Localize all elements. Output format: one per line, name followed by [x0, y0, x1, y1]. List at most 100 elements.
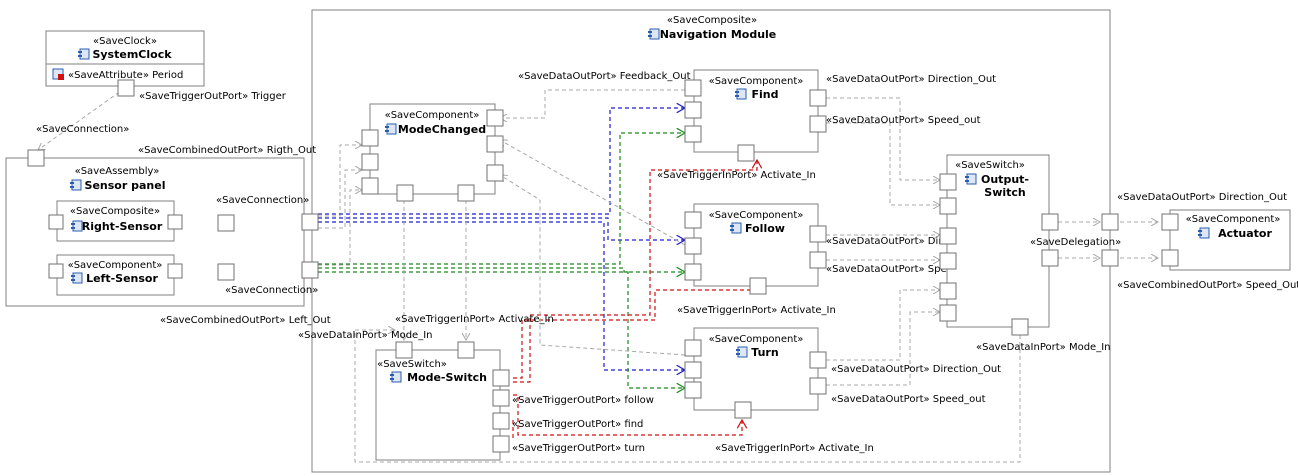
- output-switch-stereotype: «SaveSwitch»: [955, 160, 1025, 171]
- follow-activate-port[interactable]: [749, 277, 767, 295]
- find-component[interactable]: «SaveComponent» Find: [684, 69, 827, 162]
- mc-port-7[interactable]: [396, 184, 414, 202]
- nav-out-direction[interactable]: [1101, 213, 1119, 231]
- turn-activate-port[interactable]: [734, 401, 752, 419]
- mc-port-8[interactable]: [457, 184, 475, 202]
- os-in-5[interactable]: [939, 282, 957, 300]
- ms-activate-in-port[interactable]: [457, 341, 475, 359]
- os-out-speed[interactable]: [1041, 249, 1059, 267]
- follow-in-port-3[interactable]: [684, 263, 702, 281]
- find-speed-port[interactable]: [809, 115, 827, 133]
- output-switch[interactable]: «SaveSwitch» Output- Switch: [939, 154, 1059, 336]
- left-sensor-name: Left-Sensor: [86, 272, 158, 285]
- turn-direction-port[interactable]: [809, 351, 827, 369]
- follow-direction-label: «SaveDataOutPort» Dire: [826, 236, 948, 247]
- connection-label-mid-top: «SaveConnection»: [216, 195, 309, 206]
- follow-in-port-1[interactable]: [684, 211, 702, 229]
- component-icon: [384, 123, 397, 135]
- component-icon: [389, 371, 402, 383]
- component-icon: [729, 222, 742, 234]
- mode-changed-stereotype: «SaveComponent»: [385, 110, 480, 121]
- ms-follow-port[interactable]: [492, 389, 510, 407]
- component-icon: [964, 173, 977, 185]
- actuator[interactable]: «SaveComponent» Actuator: [1161, 209, 1291, 271]
- right-sensor-name: Right-Sensor: [82, 220, 163, 233]
- os-in-1[interactable]: [939, 173, 957, 191]
- mc-port-3[interactable]: [361, 177, 379, 195]
- trigger-port[interactable]: [117, 79, 135, 97]
- os-in-6[interactable]: [939, 304, 957, 322]
- ms-follow-label: «SaveTriggerOutPort» follow: [512, 395, 654, 406]
- nav-in-port-right[interactable]: [301, 213, 319, 231]
- component-icon: [77, 48, 90, 60]
- os-in-4[interactable]: [939, 252, 957, 270]
- nav-stereotype: «SaveComposite»: [667, 15, 757, 26]
- mode-switch[interactable]: «SaveSwitch» Mode-Switch: [375, 341, 510, 461]
- left-sensor-in-port[interactable]: [48, 263, 64, 279]
- mc-port-4[interactable]: [486, 109, 504, 127]
- actuator-in-speed[interactable]: [1161, 249, 1179, 267]
- sensor-panel-stereotype: «SaveAssembly»: [75, 166, 160, 177]
- find-activate-port[interactable]: [737, 144, 755, 162]
- ms-turn-label: «SaveTriggerOutPort» turn: [512, 443, 645, 454]
- ms-mode-in-label: «SaveDataInPort» Mode_In: [298, 330, 432, 341]
- mc-port-5[interactable]: [486, 135, 504, 153]
- right-sensor[interactable]: «SaveComposite» Right-Sensor: [48, 200, 183, 242]
- follow-stereotype: «SaveComponent»: [709, 210, 804, 221]
- ms-port-a[interactable]: [492, 369, 510, 387]
- find-speed-label: «SaveDataOutPort» Speed_out: [826, 115, 981, 126]
- component-icon: [70, 220, 83, 232]
- system-clock[interactable]: «SaveClock» SystemClock «SaveAttribute» …: [45, 30, 287, 102]
- follow-activate-label: «SaveTriggerInPort» Activate_In: [677, 305, 836, 316]
- left-out-label: «SaveCombinedOutPort» Left_Out: [160, 315, 331, 326]
- output-switch-name-1: Output-: [981, 173, 1029, 186]
- follow-speed-label: «SaveDataOutPort» Spee: [826, 264, 953, 275]
- component-icon: [69, 179, 82, 191]
- follow-component[interactable]: «SaveComponent» Follow: [684, 203, 827, 295]
- find-in-port-3[interactable]: [684, 125, 702, 143]
- ms-mode-in-port[interactable]: [395, 341, 413, 359]
- os-mode-in-port[interactable]: [1011, 318, 1029, 336]
- follow-speed-port[interactable]: [809, 251, 827, 269]
- follow-in-port-2[interactable]: [684, 237, 702, 255]
- nav-in-port-left[interactable]: [301, 261, 319, 279]
- rigth-out-port[interactable]: [27, 149, 45, 167]
- ms-find-port[interactable]: [492, 412, 510, 430]
- sensor-panel-name: Sensor panel: [85, 179, 166, 192]
- turn-speed-port[interactable]: [809, 377, 827, 395]
- panel-out-port-left[interactable]: [217, 263, 235, 281]
- right-sensor-stereotype: «SaveComposite»: [70, 206, 160, 217]
- find-in-port-1[interactable]: [684, 79, 702, 97]
- turn-component[interactable]: «SaveComponent» Turn: [684, 327, 827, 419]
- panel-out-port-right[interactable]: [217, 214, 235, 232]
- mc-port-1[interactable]: [361, 129, 379, 147]
- os-in-2[interactable]: [939, 197, 957, 215]
- turn-in-port-1[interactable]: [684, 339, 702, 357]
- connection-label-top: «SaveConnection»: [36, 124, 129, 135]
- turn-in-port-2[interactable]: [684, 361, 702, 379]
- nav-out-speed[interactable]: [1101, 249, 1119, 267]
- ms-find-label: «SaveTriggerOutPort» find: [512, 419, 643, 430]
- nav-name: Navigation Module: [660, 28, 777, 41]
- clock-attribute: «SaveAttribute» Period: [68, 70, 183, 81]
- mc-port-6[interactable]: [486, 164, 504, 182]
- left-sensor-out-port[interactable]: [167, 263, 183, 279]
- mode-changed[interactable]: «SaveComponent» ModeChanged: [361, 103, 504, 202]
- mc-port-2[interactable]: [361, 153, 379, 171]
- actuator-in-direction[interactable]: [1161, 213, 1179, 231]
- right-sensor-out-port[interactable]: [167, 214, 183, 230]
- right-sensor-in-port[interactable]: [48, 214, 64, 230]
- component-icon: [647, 28, 660, 40]
- rigth-out-label: «SaveCombinedOutPort» Rigth_Out: [138, 145, 316, 156]
- follow-direction-port[interactable]: [809, 225, 827, 243]
- find-direction-port[interactable]: [809, 89, 827, 107]
- navigation-module[interactable]: «SaveComposite» Navigation Module: [301, 9, 1111, 473]
- turn-in-port-3[interactable]: [684, 381, 702, 399]
- left-sensor[interactable]: «SaveComponent» Left-Sensor: [48, 254, 183, 296]
- os-in-3[interactable]: [939, 227, 957, 245]
- ms-turn-port[interactable]: [492, 435, 510, 453]
- sensor-panel[interactable]: «SaveAssembly» Sensor panel «SaveCombine…: [5, 145, 316, 307]
- find-in-port-2[interactable]: [684, 101, 702, 119]
- os-out-direction[interactable]: [1041, 213, 1059, 231]
